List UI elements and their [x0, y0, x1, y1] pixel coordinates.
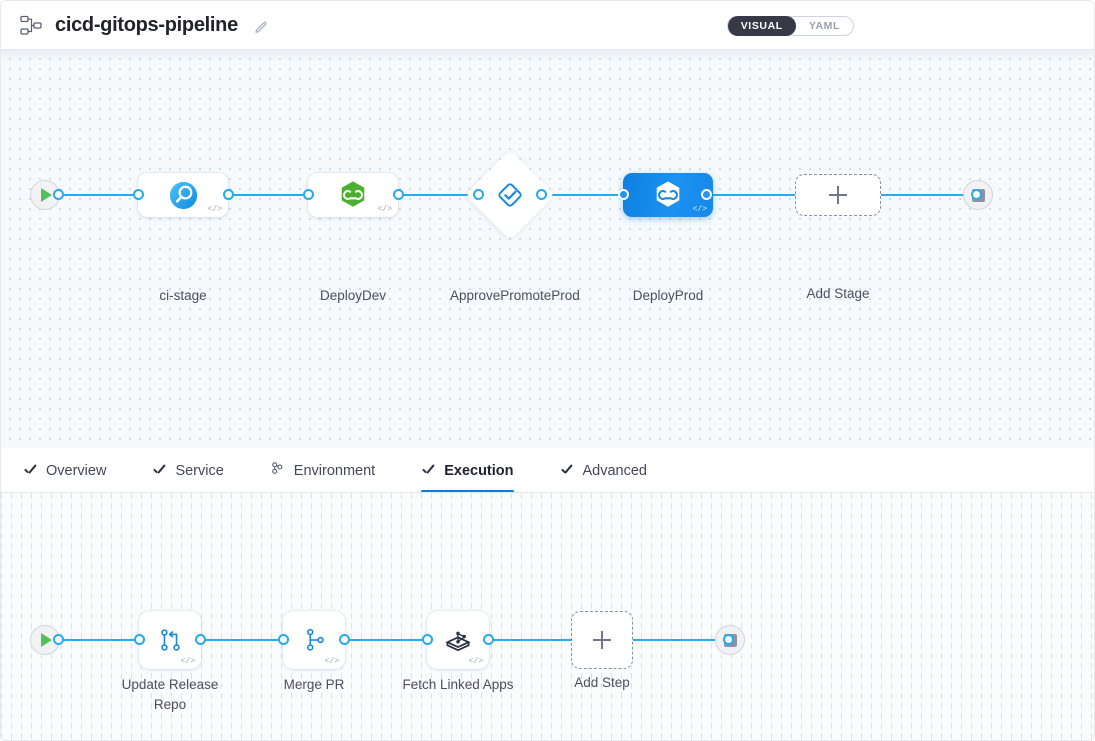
- play-icon: [41, 188, 52, 202]
- step-label-fetch-linked-apps: Fetch Linked Apps: [398, 675, 518, 695]
- tab-environment[interactable]: Environment: [270, 448, 375, 493]
- edge-start-to-update-release-repo: [58, 639, 144, 641]
- code-badge: </>: [378, 206, 392, 214]
- argocd-app-icon: [443, 625, 473, 655]
- tab-active-underline: [421, 490, 513, 493]
- gitops-hexagon-icon: [652, 179, 684, 211]
- header-left-group: cicd-gitops-pipeline: [19, 14, 270, 37]
- stage-config-tabbar: Overview Service Environment Execution: [1, 448, 1095, 493]
- port-exec-start-out[interactable]: [53, 634, 64, 645]
- port-deployprod-out[interactable]: [701, 189, 712, 200]
- step-label-merge-pr: Merge PR: [254, 675, 374, 695]
- edge-deployprod-to-addstage: [706, 194, 806, 196]
- port-deployprod-in[interactable]: [618, 189, 629, 200]
- port-merge-pr-out[interactable]: [339, 634, 350, 645]
- edge-merge-pr-to-fetch-linked-apps: [344, 639, 434, 641]
- tab-label: Environment: [294, 463, 375, 479]
- pencil-edit-icon[interactable]: [254, 18, 270, 34]
- diamond-icon-wrap: [478, 163, 542, 227]
- step-label-update-release-repo: Update Release Repo: [110, 675, 230, 714]
- gitops-hexagon-icon: [337, 179, 369, 211]
- page-title: cicd-gitops-pipeline: [55, 14, 238, 37]
- tab-overview[interactable]: Overview: [23, 448, 106, 493]
- edge-deploydev-to-approve: [398, 194, 478, 196]
- port-update-release-repo-in[interactable]: [134, 634, 145, 645]
- port-fetch-linked-apps-in[interactable]: [422, 634, 433, 645]
- git-branch-icon: [300, 626, 328, 654]
- tab-label: Execution: [444, 463, 513, 479]
- tab-execution[interactable]: Execution: [421, 448, 513, 493]
- stage-label-deployprod: DeployProd: [608, 286, 728, 306]
- port-deploydev-in[interactable]: [303, 189, 314, 200]
- check-icon: [421, 464, 435, 478]
- execution-steps-canvas[interactable]: </> Update Release Repo </> Merge PR: [1, 493, 1095, 741]
- step-node-merge-pr[interactable]: </>: [283, 611, 345, 669]
- tab-advanced[interactable]: Advanced: [560, 448, 648, 493]
- git-merge-icon: [156, 626, 184, 654]
- edge-addstep-to-end: [632, 639, 724, 641]
- stage-label-deploydev: DeployDev: [293, 286, 413, 306]
- plus-icon: [828, 185, 848, 205]
- add-stage-button[interactable]: [795, 174, 881, 216]
- edge-fetch-linked-apps-to-addstep: [488, 639, 573, 641]
- edge-addstage-to-end: [878, 194, 976, 196]
- tab-label: Overview: [46, 463, 106, 479]
- tab-label: Service: [175, 463, 223, 479]
- add-step-button[interactable]: [571, 611, 633, 669]
- code-badge: </>: [325, 658, 339, 666]
- code-badge: </>: [181, 658, 195, 666]
- pipeline-header: cicd-gitops-pipeline VISUAL YAML: [1, 1, 1094, 50]
- tab-service[interactable]: Service: [152, 448, 223, 493]
- port-start-out[interactable]: [53, 189, 64, 200]
- pipeline-nodes-icon: [19, 15, 45, 37]
- ci-build-icon: [167, 179, 200, 212]
- stage-node-deploydev[interactable]: </>: [308, 173, 398, 217]
- tab-label: Advanced: [583, 463, 648, 479]
- toggle-option-visual[interactable]: VISUAL: [728, 16, 796, 36]
- port-fetch-linked-apps-out[interactable]: [483, 634, 494, 645]
- port-deploydev-out[interactable]: [393, 189, 404, 200]
- port-ci-stage-out[interactable]: [223, 189, 234, 200]
- edge-start-to-ci-stage: [58, 194, 144, 196]
- port-approve-in[interactable]: [473, 189, 484, 200]
- port-merge-pr-in[interactable]: [278, 634, 289, 645]
- stage-label-approvepromoteprod: ApprovePromoteProd: [450, 286, 568, 306]
- play-icon: [41, 633, 52, 647]
- plus-icon: [592, 630, 612, 650]
- toggle-option-yaml[interactable]: YAML: [796, 16, 853, 36]
- stage-label-ci-stage: ci-stage: [123, 286, 243, 306]
- stage-node-deployprod[interactable]: </>: [623, 173, 713, 217]
- check-icon: [560, 464, 574, 478]
- approval-check-icon: [495, 180, 525, 210]
- port-end-in[interactable]: [971, 189, 982, 200]
- step-node-fetch-linked-apps[interactable]: </>: [427, 611, 489, 669]
- infrastructure-nodes-icon: [270, 461, 285, 480]
- stage-node-ci-stage[interactable]: </>: [138, 173, 228, 217]
- stage-graph-canvas[interactable]: </> ci-stage </> DeployDev Ap: [1, 50, 1095, 448]
- add-stage-label: Add Stage: [778, 284, 898, 304]
- check-icon: [152, 464, 166, 478]
- code-badge: </>: [469, 658, 483, 666]
- visual-yaml-toggle[interactable]: VISUAL YAML: [727, 16, 854, 36]
- port-approve-out[interactable]: [536, 189, 547, 200]
- port-ci-stage-in[interactable]: [133, 189, 144, 200]
- code-badge: </>: [208, 206, 222, 214]
- edge-update-release-repo-to-merge-pr: [200, 639, 290, 641]
- check-icon: [23, 464, 37, 478]
- add-step-label: Add Step: [542, 673, 662, 693]
- port-exec-end-in[interactable]: [723, 634, 734, 645]
- port-update-release-repo-out[interactable]: [195, 634, 206, 645]
- step-node-update-release-repo[interactable]: </>: [139, 611, 201, 669]
- code-badge: </>: [693, 206, 707, 214]
